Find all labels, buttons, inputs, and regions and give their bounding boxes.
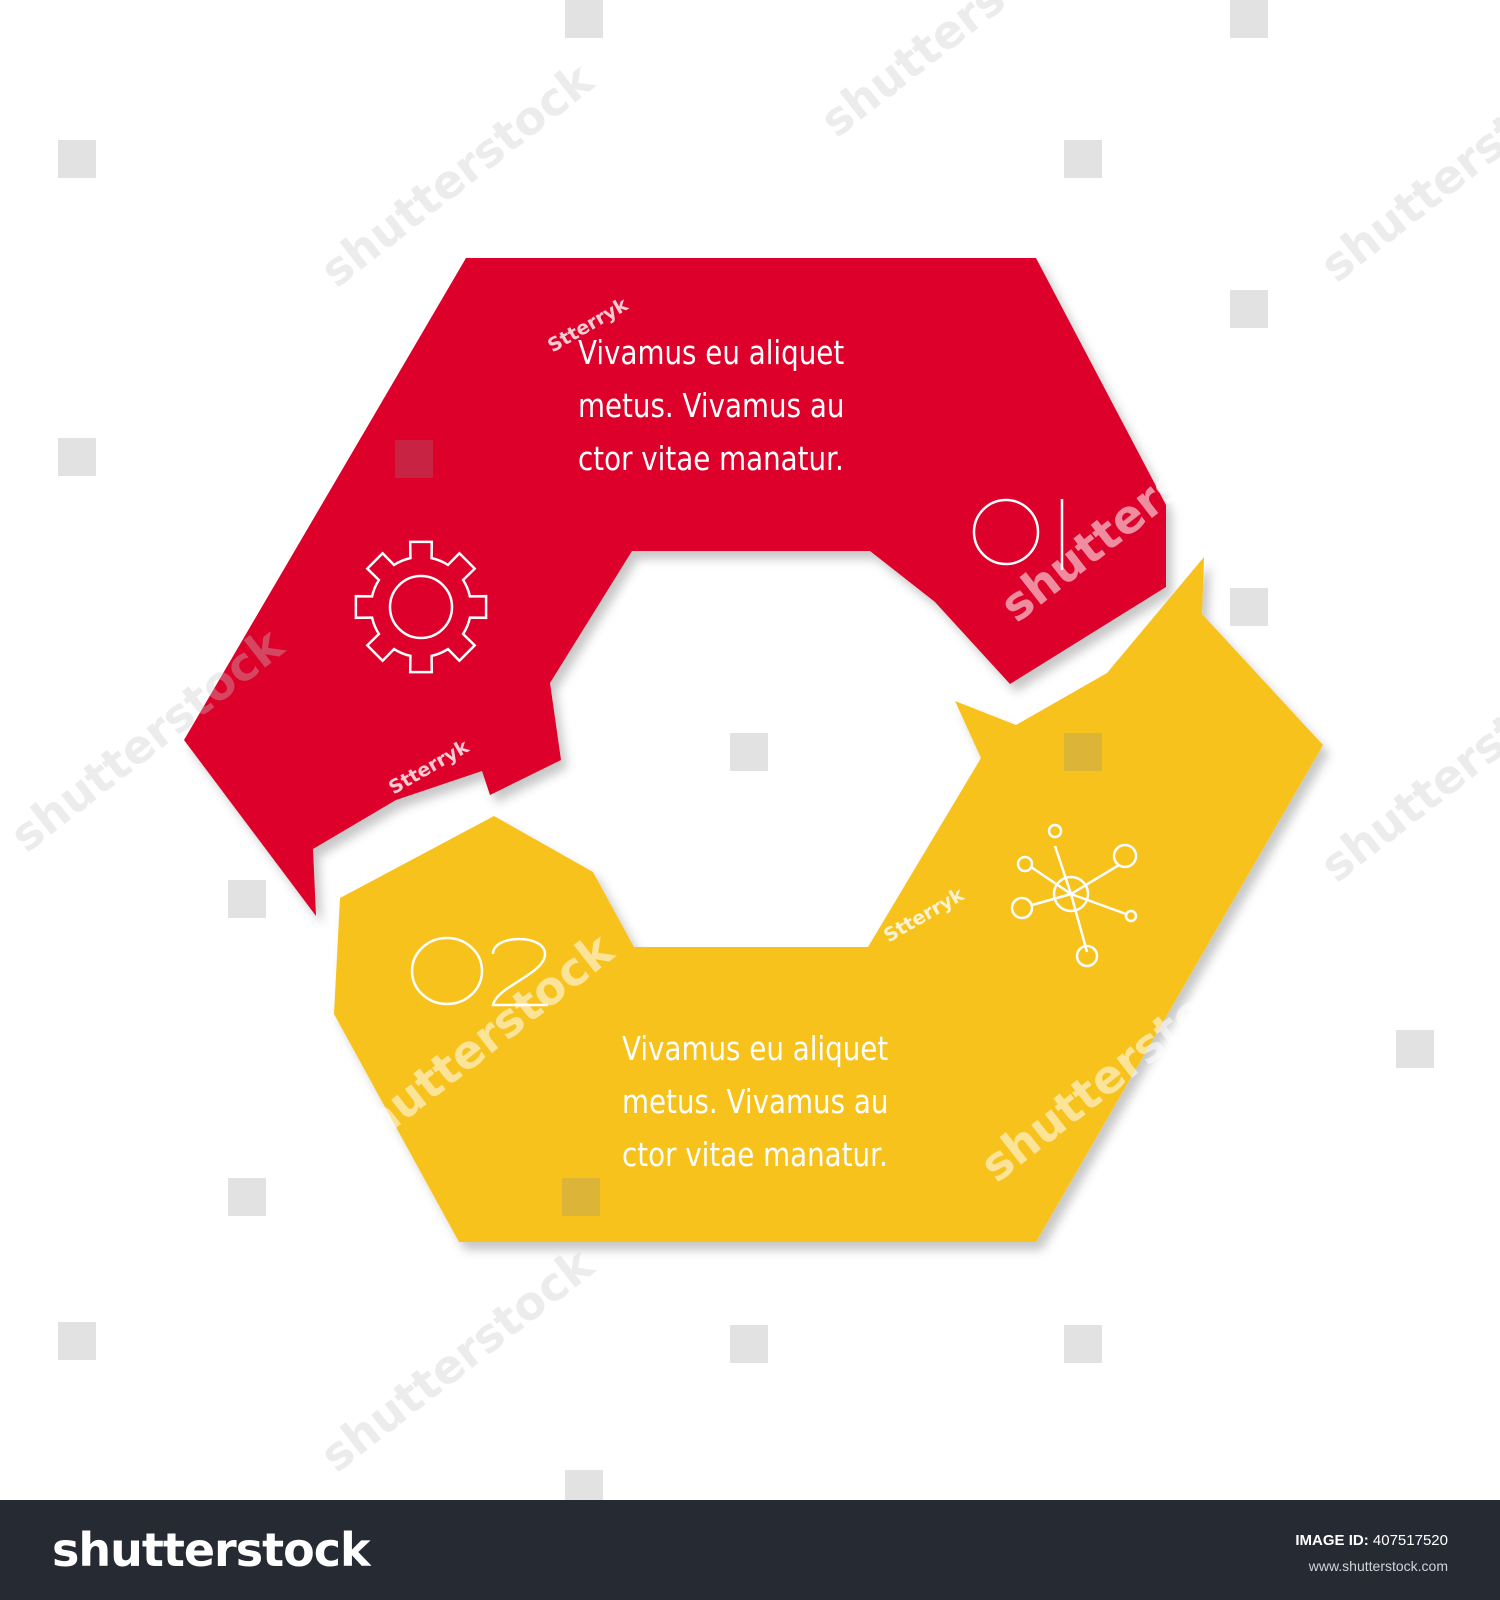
watermark-square (1396, 1030, 1434, 1068)
site-url: www.shutterstock.com (1308, 1558, 1448, 1574)
watermark-square (1230, 588, 1268, 626)
watermark-square (562, 1178, 600, 1216)
step-1-line-1: Vivamus eu aliquet (578, 333, 845, 372)
watermark-square (1064, 1325, 1102, 1363)
watermark-square (1064, 140, 1102, 178)
gear-icon (354, 540, 488, 674)
watermark-square (395, 440, 433, 478)
step-2-arrow (334, 557, 1323, 1242)
step-2-line-3: ctor vitae manatur. (622, 1135, 888, 1174)
watermark-square (1064, 733, 1102, 771)
gear-hub (388, 574, 454, 640)
step-2-description: Vivamus eu aliquet metus. Vivamus au cto… (622, 1022, 888, 1181)
step-2-line-1: Vivamus eu aliquet (622, 1029, 889, 1068)
watermark-square (228, 880, 266, 918)
step-1-arrow (184, 258, 1166, 916)
molecule-network-icon (1010, 823, 1138, 968)
step-1-line-2: metus. Vivamus au (578, 386, 845, 425)
step-2-number-glyph (410, 936, 548, 1007)
watermark-square (565, 0, 603, 38)
image-id-value: 407517520 (1372, 1532, 1448, 1549)
step-2-line-2: metus. Vivamus au (622, 1082, 889, 1121)
watermark-square (1230, 0, 1268, 38)
image-id-label: IMAGE ID: (1295, 1532, 1369, 1549)
watermark-square (58, 438, 96, 476)
step-1-number-glyph (972, 498, 1064, 570)
footer-bar: shutterstock IMAGE ID: 407517520 www.shu… (0, 1500, 1500, 1600)
watermark-square (1230, 290, 1268, 328)
watermark-square (730, 733, 768, 771)
watermark-square (730, 1325, 768, 1363)
step-1-line-3: ctor vitae manatur. (578, 439, 844, 478)
brand-logo: shutterstock (52, 1523, 371, 1577)
watermark-square (228, 1178, 266, 1216)
image-id-row: IMAGE ID: 407517520 (1295, 1532, 1448, 1549)
gear-outline (354, 540, 488, 674)
watermark-square (58, 1322, 96, 1360)
step-1-description: Vivamus eu aliquet metus. Vivamus au cto… (578, 326, 844, 485)
watermark-square (58, 140, 96, 178)
diagram-canvas (184, 258, 1323, 1242)
